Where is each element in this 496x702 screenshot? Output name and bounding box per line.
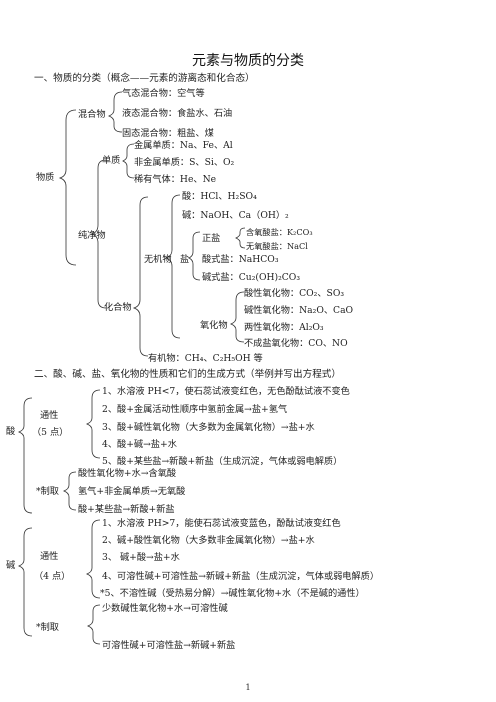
- label-yan: 盐: [180, 254, 190, 265]
- element-item: 金属单质：Na、Fe、Al: [134, 140, 233, 151]
- base-prop: 4、可溶性碱+可溶性盐→新碱+新盐（生成沉淀，气体或弱电解质）: [102, 571, 380, 582]
- acid-prop: 5、酸+某些盐→新酸+新盐（生成沉淀，气体或弱电解质）: [102, 456, 343, 467]
- base-prep: 可溶性碱+可溶性盐→新碱+新盐: [102, 640, 236, 651]
- mixture-item: 气态混合物：空气等: [122, 88, 205, 99]
- acid-example: 酸：HCl、H₂SO₄: [182, 191, 257, 202]
- acid-prop: 1、水溶液 PH<7，使石蕊试液变红色，无色酚酞试液不变色: [102, 386, 350, 397]
- acid-prop: 2、酸+金属活动性顺序中氢前金属→盐+氢气: [102, 404, 288, 415]
- label-huahewu: 化合物: [104, 302, 132, 313]
- oxide-item: 不成盐氧化物：CO、NO: [244, 338, 348, 349]
- label-yanghuawu: 氧化物: [200, 320, 228, 331]
- acid-prop: 3、酸+碱性氧化物（大多数为金属氧化物）→盐+水: [102, 422, 315, 433]
- oxide-item: 两性氧化物：Al₂O₃: [244, 322, 324, 333]
- brace-jian: [17, 527, 33, 637]
- label-hunhewu: 混合物: [78, 109, 106, 120]
- brace-hunhewu: [107, 91, 123, 133]
- jianshiyan: 碱式盐：Cu₂(OH)₂CO₃: [202, 272, 301, 283]
- label-base-zhiqu: *制取: [36, 622, 59, 633]
- label-wuzhi: 物质: [36, 172, 55, 183]
- label-acid-count: （5 点）: [32, 427, 69, 438]
- mixture-item: 液态混合物：食盐水、石油: [122, 108, 233, 119]
- label-base-tongxing: 通性: [40, 551, 59, 562]
- label-zhengyan: 正盐: [202, 233, 221, 244]
- section2-heading: 二、酸、碱、盐、氧化物的性质和它们的生成方式（举例并写出方程式）: [34, 369, 341, 380]
- oxide-item: 酸性氧化物：CO₂、SO₃: [244, 288, 345, 299]
- base-prop: *5、不溶性碱（受热易分解）→碱性氧化物+水（不是碱的通性）: [100, 588, 365, 599]
- brace-acid-props: [85, 389, 101, 459]
- brace-wuzhi: [58, 109, 77, 266]
- page-title: 元素与物质的分类: [192, 53, 304, 69]
- acid-prep: 酸+某些盐→新酸+新盐: [78, 504, 175, 515]
- label-tongxing: 通性: [40, 410, 59, 421]
- zhengyan-item: 含氧酸盐：K₂CO₃: [246, 227, 313, 237]
- brace-acid-prep: [62, 471, 77, 511]
- page-number: 1: [245, 683, 251, 692]
- acid-prop: 4、酸+碱→盐+水: [102, 439, 177, 450]
- base-prep: 少数碱性氧化物+水→可溶性碱: [102, 603, 228, 614]
- base-prop: 3、 碱+酸→盐+水: [102, 552, 180, 563]
- brace-yanghuawu: [229, 291, 245, 343]
- brace-wujiwu: [164, 194, 181, 339]
- base-prop: 2、碱+酸性氧化物（大多数非金属氧化物）→盐+水: [102, 535, 315, 546]
- oxide-item: 碱性氧化物：Na₂O、CaO: [244, 305, 354, 316]
- element-item: 非金属单质：S、Si、O₂: [134, 157, 235, 168]
- brace-base-prep: [86, 604, 101, 645]
- label-wujiwu: 无机物: [144, 254, 172, 265]
- label-acid-zhiqu: *制取: [36, 486, 59, 497]
- suanshiyan: 酸式盐：NaHCO₃: [202, 254, 279, 265]
- label-base-count: （4 点）: [34, 571, 71, 582]
- label-jian: 碱: [6, 560, 16, 571]
- base-example: 碱：NaOH、Ca（OH）₂: [182, 210, 289, 221]
- label-chunjingwu: 纯净物: [78, 230, 106, 241]
- brace-danzhi: [122, 143, 135, 179]
- mixture-item: 固态混合物：粗盐、煤: [122, 128, 214, 139]
- brace-base-props: [85, 519, 101, 599]
- youjiwu: 有机物：CH₄、C₂H₅OH 等: [148, 353, 263, 364]
- base-prop: 1、水溶液 PH>7，能使石蕊试液变蓝色，酚酞试液变红色: [102, 518, 341, 529]
- element-item: 稀有气体：He、Ne: [134, 174, 217, 185]
- label-danzhi: 单质: [102, 155, 121, 166]
- label-suan: 酸: [6, 426, 16, 437]
- brace-yan: [188, 231, 201, 281]
- zhengyan-item: 无氧酸盐：NaCl: [246, 241, 308, 251]
- acid-prep: 酸性氧化物+水→含氧酸: [78, 468, 177, 479]
- section1-heading: 一、物质的分类（概念——元素的游离态和化合态）: [34, 73, 255, 84]
- brace-suan: [17, 397, 33, 514]
- brace-huahewu: [132, 196, 149, 357]
- brace-zhengyan: [235, 227, 246, 249]
- acid-prep: 氢气+非金属单质→无氧酸: [78, 486, 186, 497]
